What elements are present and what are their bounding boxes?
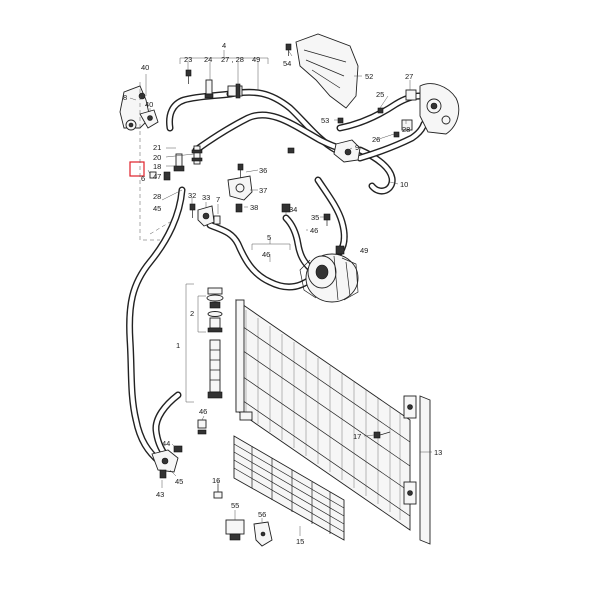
callout-47: 47 [153, 172, 161, 181]
fitting-46c [197, 419, 207, 429]
bolts-23-24 [185, 69, 214, 99]
fittings-32-33-7-38 [189, 203, 243, 227]
side-seal-13 [419, 395, 431, 545]
callout-36: 36 [259, 166, 267, 175]
components [119, 33, 460, 547]
condenser-fins [245, 310, 401, 520]
receiver-drier [206, 287, 224, 399]
bolts-right [337, 89, 417, 138]
callout-44: 44 [162, 439, 170, 448]
callout-45b: 45 [175, 477, 183, 486]
callout-52: 52 [365, 72, 373, 81]
callout-45: 45 [153, 204, 161, 213]
callout-21: 21 [153, 143, 161, 152]
callout-55: 55 [231, 501, 239, 510]
bolt-16 [213, 484, 223, 499]
callout-23: 23 [184, 55, 192, 64]
callout-8: 8 [123, 93, 127, 102]
callout-5: 5 [267, 233, 271, 242]
callout-46b: 46 [262, 250, 270, 259]
hoses [126, 88, 428, 466]
fitting-9 [333, 139, 361, 163]
callout-17: 17 [353, 432, 361, 441]
callout-35: 35 [311, 213, 319, 222]
callout-7: 7 [216, 195, 220, 204]
callout-49b: 49 [360, 246, 368, 255]
callout-16: 16 [212, 476, 220, 485]
callout-9: 9 [355, 143, 359, 152]
callout-49: 49 [252, 55, 260, 64]
bracket-37 [227, 163, 253, 201]
callout-20: 20 [153, 153, 161, 162]
callout-6: 6 [141, 174, 145, 183]
callout-56: 56 [258, 510, 266, 519]
callout-37: 37 [259, 186, 267, 195]
callout-1: 1 [176, 341, 180, 350]
callout-32: 32 [188, 191, 196, 200]
expansion-valve [419, 83, 460, 135]
compressor [299, 253, 359, 303]
valve-fittings [173, 145, 203, 172]
fitting-44 [173, 445, 183, 453]
callout-13: 13 [434, 448, 442, 457]
callout-33: 33 [202, 193, 210, 202]
callout-24: 24 [204, 55, 212, 64]
callout-46: 46 [310, 226, 318, 235]
callout-53: 53 [321, 116, 329, 125]
callout-38: 38 [250, 203, 258, 212]
bracket-45 [151, 449, 179, 479]
callout-27-28: 27 , 28 [221, 55, 244, 64]
callout-43: 43 [156, 490, 164, 499]
switch-55 [225, 519, 245, 541]
callout-18: 18 [153, 162, 161, 171]
clamp-40 [139, 109, 159, 129]
callout-26: 26 [372, 135, 380, 144]
callout-10: 10 [400, 180, 408, 189]
callout-labels: 4 23 24 27 , 28 49 54 52 40 8 40 27 25 5… [123, 41, 442, 546]
heat-shield-52 [295, 33, 359, 109]
callout-15: 15 [296, 537, 304, 546]
highlight-box [129, 161, 145, 177]
leader-lines [129, 49, 432, 536]
callout-2: 2 [190, 309, 194, 318]
fitting-44b [197, 429, 207, 435]
callout-28: 28 [402, 125, 410, 134]
callout-4: 4 [222, 41, 226, 50]
callout-54: 54 [283, 59, 291, 68]
callout-34: 34 [289, 205, 297, 214]
bracket-56 [253, 521, 273, 547]
condenser-lower-panel [233, 435, 345, 541]
bolt-9 [287, 147, 295, 154]
callout-40: 40 [141, 63, 149, 72]
callout-46c: 46 [199, 407, 207, 416]
condenser [235, 299, 417, 531]
bolt-54 [285, 43, 292, 56]
callout-28b: 28 [153, 192, 161, 201]
fitting-49-top [227, 83, 243, 99]
callout-27: 27 [405, 72, 413, 81]
callout-25: 25 [376, 90, 384, 99]
callout-40b: 40 [145, 100, 153, 109]
